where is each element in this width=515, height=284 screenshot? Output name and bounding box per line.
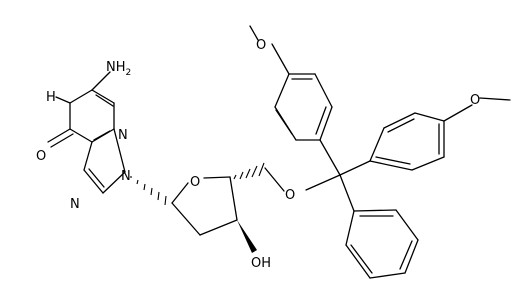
phenyl-ring: [345, 209, 419, 279]
methoxy-right-oxygen-label: O: [470, 93, 480, 108]
glycosidic-hashed-bond: [130, 176, 167, 206]
carbonyl-oxygen-label: O: [36, 149, 46, 164]
guanine-pyrimidine-ring: [47, 71, 115, 148]
hydroxyl-wedge-bond: [237, 220, 257, 253]
methoxy-bonds: [249, 25, 511, 101]
imidazole-n9-label: N: [121, 169, 131, 184]
right-anisyl-ring: [369, 104, 473, 171]
hydroxyl-label: OH: [251, 256, 271, 271]
upper-anisyl-ring: [271, 43, 333, 141]
sugar-ring-oxygen-label: O: [190, 175, 200, 190]
deoxyribose-ring: [171, 176, 238, 236]
c5-hashed-bond: [233, 162, 265, 180]
imidazole-n7-label: N: [70, 197, 80, 212]
ether-linkage: [264, 167, 341, 192]
ether-oxygen-label: O: [285, 188, 295, 203]
guanine-imidazole-ring: [83, 128, 126, 194]
ring-nh-h-label: H: [46, 90, 56, 105]
methoxy-top-oxygen-label: O: [256, 38, 266, 53]
atom-labels: NH2 H N O N N O O OH O O: [36, 38, 480, 271]
amine-label: NH2: [106, 60, 131, 78]
trityl-center-bonds: [319, 139, 371, 212]
ring-n3-label: N: [118, 128, 128, 143]
